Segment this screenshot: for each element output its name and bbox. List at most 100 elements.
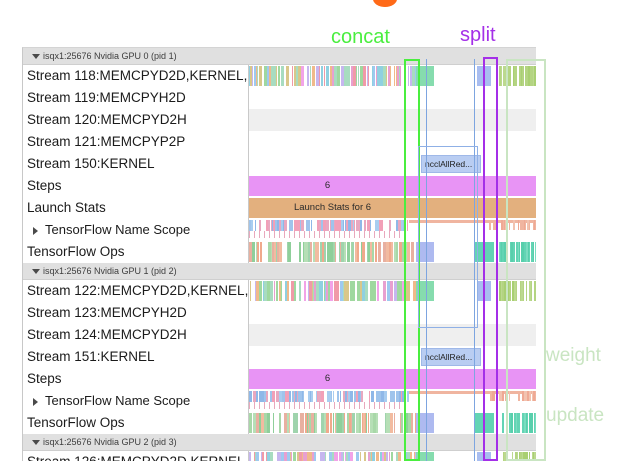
timeline-track[interactable]	[249, 109, 536, 131]
name-scope-bar[interactable]	[489, 391, 536, 401]
timeline-track[interactable]	[249, 412, 536, 434]
group-header[interactable]: isqx1:25676 Nvidia GPU 0 (pid 1)	[23, 48, 536, 65]
tensorflow-ops-bar[interactable]	[474, 413, 494, 433]
timeline-track[interactable]	[249, 324, 536, 346]
timeline-track[interactable]: ncclAllRed...	[249, 153, 536, 175]
tensorflow-ops-bar[interactable]	[249, 242, 416, 262]
trace-events-bar[interactable]	[499, 452, 536, 461]
timeline-row[interactable]: TensorFlow Ops	[23, 412, 536, 434]
timeline-row[interactable]: TensorFlow Name Scope	[23, 219, 536, 241]
chevron-right-icon[interactable]	[33, 398, 38, 406]
trace-events-bar[interactable]	[249, 66, 416, 86]
timeline-row-label-text: Stream 151:KERNEL	[27, 349, 155, 364]
timeline-row-label[interactable]: Stream 150:KERNEL	[23, 153, 249, 175]
timeline-row-label-text: TensorFlow Name Scope	[45, 393, 191, 408]
trace-timeline-panel[interactable]: isqx1:25676 Nvidia GPU 0 (pid 1)Stream 1…	[22, 47, 536, 461]
nccl-allreduce-bar[interactable]: ncclAllRed...	[421, 155, 481, 173]
timeline-row[interactable]: Stream 123:MEMCPYH2D	[23, 302, 536, 324]
timeline-row[interactable]: TensorFlow Ops	[23, 241, 536, 263]
trace-events-bar[interactable]	[499, 281, 536, 301]
chevron-down-icon[interactable]	[32, 54, 40, 59]
timeline-row-label[interactable]: TensorFlow Name Scope	[23, 390, 249, 412]
name-scope-bar[interactable]	[249, 220, 409, 231]
step-bar[interactable]: 6	[249, 369, 536, 389]
timeline-row-label[interactable]: TensorFlow Name Scope	[23, 219, 249, 241]
timeline-row[interactable]: Stream 122:MEMCPYD2D,KERNEL,MI	[23, 280, 536, 302]
timeline-row-label-text: Stream 124:MEMCPYD2H	[27, 327, 187, 342]
timeline-track[interactable]	[249, 65, 536, 87]
tensorflow-ops-bar[interactable]	[416, 242, 434, 262]
timeline-row-label[interactable]: Stream 126:MEMCPYD2D,KERNEL,MI	[23, 451, 249, 461]
timeline-row-label[interactable]: Stream 118:MEMCPYD2D,KERNEL,ME	[23, 65, 249, 87]
timeline-row[interactable]: Steps 6	[23, 175, 536, 197]
timeline-row[interactable]: Stream 119:MEMCPYH2D	[23, 87, 536, 109]
timeline-track[interactable]	[249, 131, 536, 153]
chevron-down-icon[interactable]	[32, 440, 40, 445]
annotation-concat: concat	[331, 26, 390, 48]
trace-events-bar[interactable]	[249, 452, 416, 461]
timeline-track[interactable]: Launch Stats for 6	[249, 197, 536, 219]
timeline-row-label[interactable]: Stream 151:KERNEL	[23, 346, 249, 368]
timeline-track[interactable]	[249, 219, 536, 241]
timeline-row[interactable]: Stream 118:MEMCPYD2D,KERNEL,ME	[23, 65, 536, 87]
timeline-track[interactable]: 6	[249, 175, 536, 197]
nccl-bar-label: ncclAllRed...	[425, 159, 473, 169]
timeline-track[interactable]: 6	[249, 368, 536, 390]
timeline-row[interactable]: Steps 6	[23, 368, 536, 390]
timeline-row-label-text: Steps	[27, 178, 62, 193]
tensorflow-ops-bar[interactable]	[499, 413, 536, 433]
timeline-row-label[interactable]: Stream 121:MEMCPYP2P	[23, 131, 249, 153]
timeline-row-label[interactable]: TensorFlow Ops	[23, 241, 249, 263]
timeline-row-label[interactable]: TensorFlow Ops	[23, 412, 249, 434]
trace-events-bar[interactable]	[249, 281, 416, 301]
timeline-row[interactable]: Stream 120:MEMCPYD2H	[23, 109, 536, 131]
step-bar[interactable]: 6	[249, 176, 536, 196]
timeline-track[interactable]	[249, 280, 536, 302]
timeline-row[interactable]: Stream 126:MEMCPYD2D,KERNEL,MI	[23, 451, 536, 461]
trace-events-bar[interactable]	[416, 66, 434, 86]
launch-stats-bar[interactable]: Launch Stats for 6	[249, 198, 536, 218]
launch-stats-bar-label: Launch Stats for 6	[293, 202, 372, 213]
group-header[interactable]: isqx1:25676 Nvidia GPU 1 (pid 2)	[23, 263, 536, 280]
name-scope-bar[interactable]	[409, 391, 536, 394]
trace-events-bar[interactable]	[477, 452, 491, 461]
timeline-row[interactable]: Stream 151:KERNEL ncclAllRed...	[23, 346, 536, 368]
timeline-row[interactable]: Stream 121:MEMCPYP2P	[23, 131, 536, 153]
timeline-row-label[interactable]: Stream 119:MEMCPYH2D	[23, 87, 249, 109]
timeline-row-label[interactable]: Stream 123:MEMCPYH2D	[23, 302, 249, 324]
annotation-weight-line2: update	[546, 404, 605, 426]
timeline-row[interactable]: Launch Stats Launch Stats for 6	[23, 197, 536, 219]
tensorflow-ops-bar[interactable]	[249, 413, 416, 433]
trace-events-bar[interactable]	[416, 281, 434, 301]
name-scope-bar[interactable]	[409, 220, 536, 223]
name-scope-bar[interactable]	[249, 391, 409, 402]
timeline-track[interactable]	[249, 241, 536, 263]
tensorflow-ops-bar[interactable]	[499, 242, 536, 262]
timeline-row-label[interactable]: Steps	[23, 175, 249, 197]
timeline-row-label[interactable]: Stream 122:MEMCPYD2D,KERNEL,MI	[23, 280, 249, 302]
timeline-row[interactable]: TensorFlow Name Scope	[23, 390, 536, 412]
trace-events-bar[interactable]	[499, 66, 536, 86]
trace-events-bar[interactable]	[416, 452, 434, 461]
timeline-row-label[interactable]: Steps	[23, 368, 249, 390]
timeline-track[interactable]	[249, 390, 536, 412]
timeline-row[interactable]: Stream 150:KERNEL ncclAllRed...	[23, 153, 536, 175]
chevron-down-icon[interactable]	[32, 269, 40, 274]
timeline-row-label[interactable]: Launch Stats	[23, 197, 249, 219]
nccl-allreduce-bar[interactable]: ncclAllRed...	[421, 348, 481, 366]
timeline-track[interactable]	[249, 87, 536, 109]
chevron-right-icon[interactable]	[33, 227, 38, 235]
timeline-row-label-text: Steps	[27, 371, 62, 386]
trace-events-bar[interactable]	[477, 281, 491, 301]
tensorflow-ops-bar[interactable]	[416, 413, 434, 433]
name-scope-bar[interactable]	[489, 220, 536, 230]
timeline-track[interactable]	[249, 451, 536, 461]
trace-events-bar[interactable]	[477, 66, 491, 86]
group-header[interactable]: isqx1:25676 Nvidia GPU 2 (pid 3)	[23, 434, 536, 451]
timeline-track[interactable]: ncclAllRed...	[249, 346, 536, 368]
timeline-row[interactable]: Stream 124:MEMCPYD2H	[23, 324, 536, 346]
tensorflow-ops-bar[interactable]	[474, 242, 494, 262]
timeline-track[interactable]	[249, 302, 536, 324]
timeline-row-label[interactable]: Stream 120:MEMCPYD2H	[23, 109, 249, 131]
timeline-row-label[interactable]: Stream 124:MEMCPYD2H	[23, 324, 249, 346]
